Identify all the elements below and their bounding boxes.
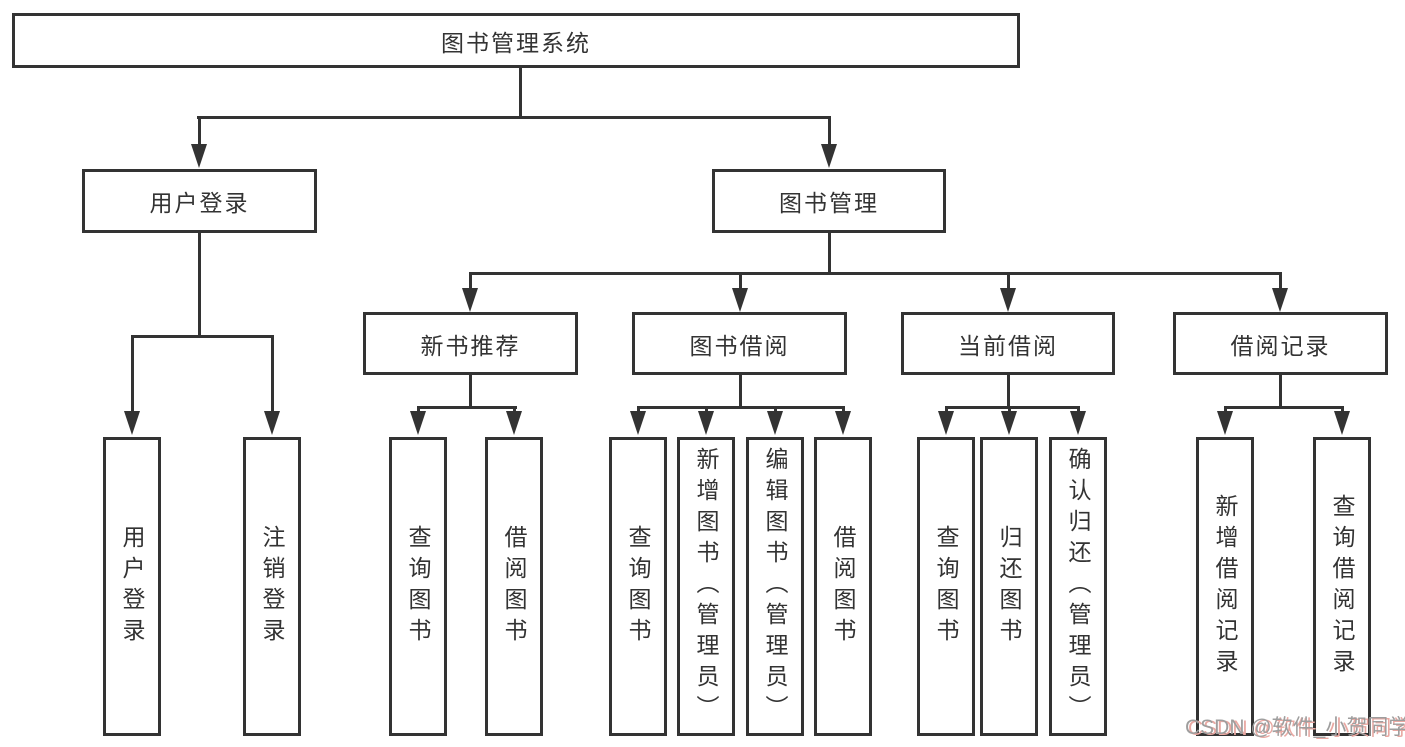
connector-line (945, 406, 1080, 409)
connector-line (1007, 375, 1010, 406)
connector-line (1077, 406, 1080, 413)
leaf-current-confirm-return-admin: 确认归还（管理员） (1049, 437, 1107, 736)
connector-line (131, 335, 134, 412)
arrowhead-down-icon (938, 411, 954, 435)
connector-line (637, 406, 845, 409)
connector-line (469, 272, 472, 289)
leaf-label: 查询借阅记录 (1329, 493, 1355, 680)
connector-line (739, 272, 742, 289)
connector-line (198, 233, 201, 335)
connector-line (1007, 272, 1010, 289)
leaf-newrec-borrow-books: 借阅图书 (485, 437, 543, 736)
arrowhead-down-icon (264, 411, 280, 435)
arrowhead-down-icon (124, 411, 140, 435)
arrowhead-down-icon (698, 411, 714, 435)
arrowhead-down-icon (1070, 411, 1086, 435)
leaf-current-return-books: 归还图书 (980, 437, 1038, 736)
leaf-label: 查询图书 (625, 524, 651, 649)
csdn-watermark: CSDN @软件_小贺同学 (1185, 716, 1405, 739)
leaf-label: 新增图书（管理员） (693, 447, 719, 726)
leaf-label: 确认归还（管理员） (1065, 447, 1091, 726)
node-label: 当前借阅 (958, 332, 1058, 359)
node-label: 用户登录 (149, 190, 250, 216)
node-current-borrowing: 当前借阅 (901, 312, 1115, 375)
arrowhead-down-icon (410, 411, 426, 435)
connector-line (519, 68, 522, 116)
leaf-label: 注销登录 (259, 524, 285, 649)
connector-line (1224, 406, 1344, 409)
arrowhead-down-icon (1217, 411, 1233, 435)
leaf-user-login: 用户登录 (103, 437, 161, 736)
leaf-records-query-record: 查询借阅记录 (1313, 437, 1371, 736)
connector-line (271, 335, 274, 412)
connector-line (637, 406, 640, 413)
node-label: 图书管理系统 (441, 29, 591, 56)
connector-line (828, 233, 831, 272)
connector-line (705, 406, 708, 413)
leaf-label: 查询图书 (933, 524, 959, 649)
arrowhead-down-icon (191, 144, 207, 168)
connector-line (1279, 272, 1282, 289)
leaf-borrow-add-books-admin: 新增图书（管理员） (677, 437, 735, 736)
connector-line (828, 116, 831, 144)
connector-line (1341, 406, 1344, 413)
connector-line (131, 335, 274, 338)
node-book-borrowing: 图书借阅 (632, 312, 847, 375)
leaf-borrow-query-books: 查询图书 (609, 437, 667, 736)
arrowhead-down-icon (835, 411, 851, 435)
arrowhead-down-icon (630, 411, 646, 435)
arrowhead-down-icon (767, 411, 783, 435)
connector-line (1279, 375, 1282, 406)
node-label: 图书借阅 (689, 332, 790, 359)
leaf-label: 编辑图书（管理员） (762, 447, 788, 726)
connector-line (842, 406, 845, 413)
leaf-newrec-query-books: 查询图书 (389, 437, 447, 736)
connector-line (1008, 406, 1011, 413)
connector-line (469, 272, 1282, 275)
leaf-label: 归还图书 (996, 524, 1022, 649)
leaf-borrow-borrow-books: 借阅图书 (814, 437, 872, 736)
node-book-management: 图书管理 (712, 169, 946, 233)
node-user-login: 用户登录 (82, 169, 317, 233)
connector-line (417, 406, 517, 409)
arrowhead-down-icon (1272, 288, 1288, 312)
connector-line (417, 406, 420, 413)
node-label: 图书管理 (779, 190, 879, 216)
connector-line (513, 406, 516, 413)
connector-line (469, 375, 472, 406)
connector-line (774, 406, 777, 413)
leaf-logout: 注销登录 (243, 437, 301, 736)
node-label: 新书推荐 (420, 332, 521, 359)
connector-line (1224, 406, 1227, 413)
leaf-current-query-books: 查询图书 (917, 437, 975, 736)
leaf-label: 借阅图书 (830, 524, 856, 649)
arrowhead-down-icon (462, 288, 478, 312)
node-root-system: 图书管理系统 (12, 13, 1020, 68)
arrowhead-down-icon (1001, 411, 1017, 435)
leaf-borrow-edit-books-admin: 编辑图书（管理员） (746, 437, 804, 736)
leaf-label: 用户登录 (119, 524, 145, 649)
arrowhead-down-icon (732, 288, 748, 312)
node-new-book-recommend: 新书推荐 (363, 312, 578, 375)
leaf-label: 借阅图书 (501, 524, 527, 649)
connector-line (197, 116, 831, 119)
leaf-records-add-record: 新增借阅记录 (1196, 437, 1254, 736)
arrowhead-down-icon (1000, 288, 1016, 312)
arrowhead-down-icon (506, 411, 522, 435)
connector-line (739, 375, 742, 406)
node-borrowing-records: 借阅记录 (1173, 312, 1388, 375)
connector-line (198, 116, 201, 144)
arrowhead-down-icon (821, 144, 837, 168)
leaf-label: 查询图书 (405, 524, 431, 649)
arrowhead-down-icon (1334, 411, 1350, 435)
leaf-label: 新增借阅记录 (1212, 493, 1238, 680)
node-label: 借阅记录 (1230, 332, 1331, 359)
connector-line (945, 406, 948, 413)
